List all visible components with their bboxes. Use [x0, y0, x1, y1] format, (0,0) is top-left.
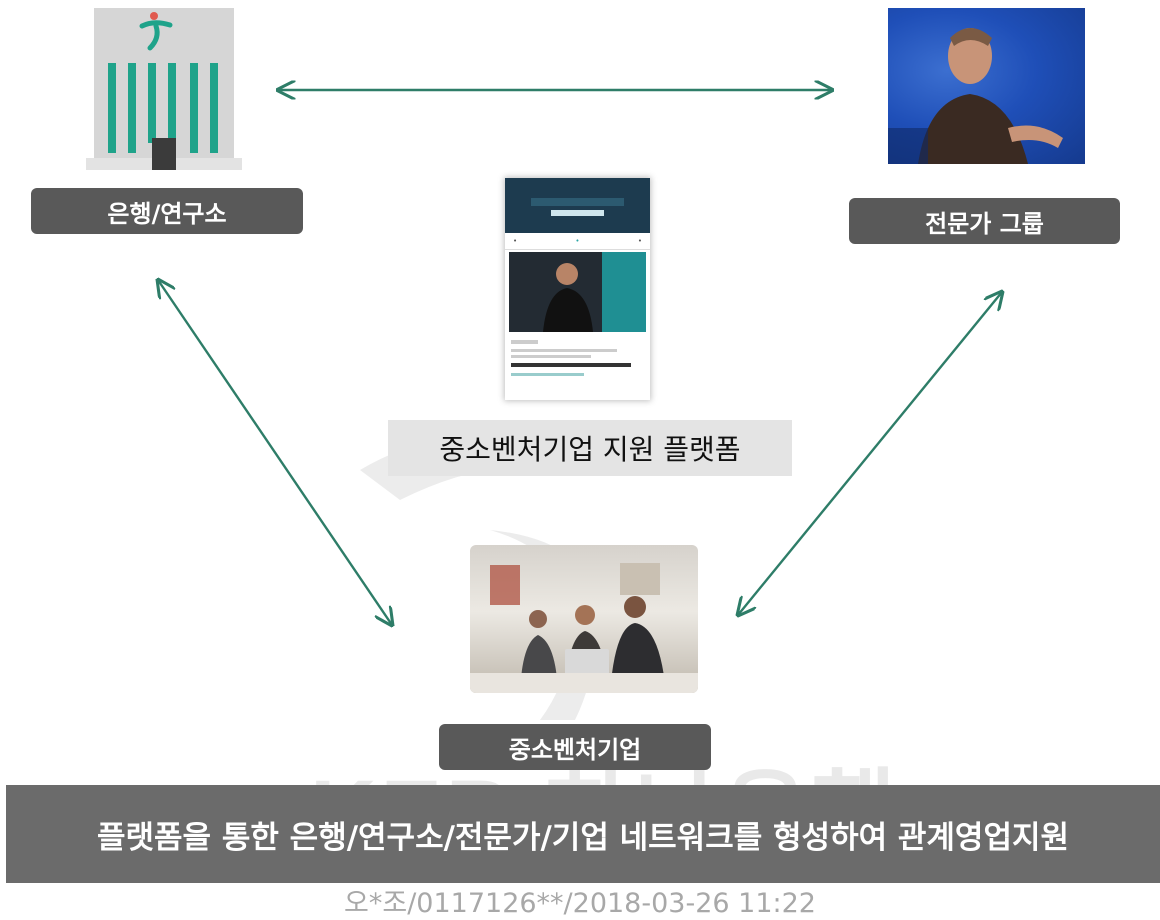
- expert-label: 전문가 그룹: [849, 198, 1120, 244]
- summary-banner: 플랫폼을 통한 은행/연구소/전문가/기업 네트워크를 형성하여 관계영업지원: [6, 785, 1160, 883]
- document-stamp: 오*조/0117126**/2018-03-26 11:22: [344, 888, 816, 919]
- arrow-expert-sme: [738, 292, 1002, 615]
- sme-team-photo: [470, 545, 698, 693]
- platform-caption: 중소벤처기업 지원 플랫폼: [388, 420, 792, 476]
- sme-label: 중소벤처기업: [439, 724, 711, 770]
- platform-app-screenshot: •••: [505, 178, 650, 400]
- bank-label: 은행/연구소: [31, 188, 303, 234]
- bank-building-icon: [86, 8, 242, 170]
- expert-photo: [888, 8, 1085, 164]
- arrow-bank-sme: [158, 280, 392, 625]
